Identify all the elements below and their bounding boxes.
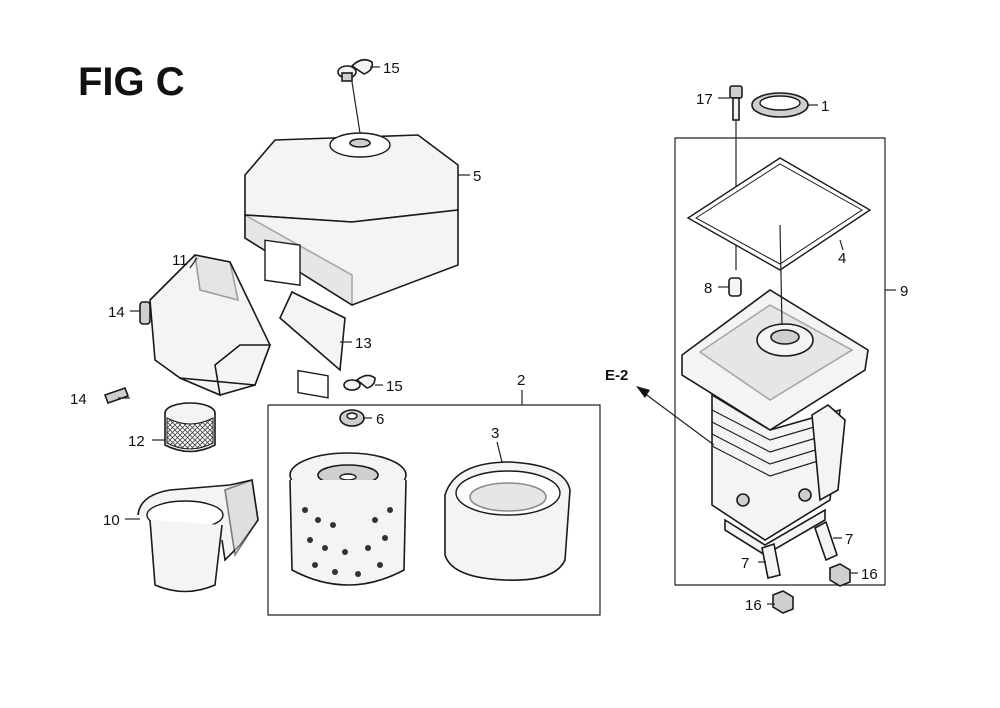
callout-16-right: 16: [861, 566, 878, 583]
callout-8: 8: [704, 280, 712, 297]
part-bushing-8: [728, 277, 742, 297]
part-air-cleaner-case: [681, 224, 869, 556]
group-box-2: [267, 404, 601, 616]
part-wing-nut-lower: [343, 374, 376, 391]
part-ring-seal: [751, 92, 809, 118]
callout-1: 1: [821, 98, 829, 115]
part-tube-left: [761, 542, 781, 579]
part-plate: [279, 290, 346, 399]
part-elbow-housing: [137, 478, 259, 593]
leader-lines: [118, 66, 896, 605]
callout-6: 6: [376, 411, 384, 428]
part-screen-filter: [164, 402, 216, 453]
callout-16-bottom: 16: [745, 597, 762, 614]
part-nut-right: [829, 563, 851, 587]
group-box-9: [674, 137, 886, 586]
callout-7-right: 7: [845, 531, 853, 548]
callout-5: 5: [473, 168, 481, 185]
part-air-cleaner-cover: [244, 81, 459, 307]
callout-12: 12: [128, 433, 145, 450]
part-main-filter: [289, 452, 407, 586]
callout-11: 11: [172, 252, 188, 269]
callout-13: 13: [355, 335, 372, 352]
part-nut-bottom: [772, 590, 794, 614]
callout-15-top: 15: [383, 60, 400, 77]
part-screw-upper: [139, 301, 151, 325]
reference-arrow-e2: [636, 386, 715, 446]
reference-label-e2: E-2: [605, 367, 628, 384]
part-wing-nut-top: [337, 58, 374, 82]
callout-3: 3: [491, 425, 499, 442]
part-screw-lower: [103, 386, 130, 405]
callout-14-upper: 14: [108, 304, 125, 321]
callout-9: 9: [900, 283, 908, 300]
part-washer-6: [339, 409, 365, 427]
part-gasket-4: [686, 157, 872, 271]
part-shroud: [149, 253, 272, 397]
callout-15-lower: 15: [386, 378, 403, 395]
callout-7-left: 7: [741, 555, 749, 572]
callout-14-lower: 14: [70, 391, 87, 408]
callout-17: 17: [696, 91, 713, 108]
callout-10: 10: [103, 512, 120, 529]
figure-title: FIG C: [78, 60, 185, 104]
callout-2: 2: [517, 372, 525, 389]
part-foam-prefilter: [444, 461, 571, 581]
callout-4: 4: [838, 250, 846, 267]
part-tube-right: [814, 520, 838, 562]
